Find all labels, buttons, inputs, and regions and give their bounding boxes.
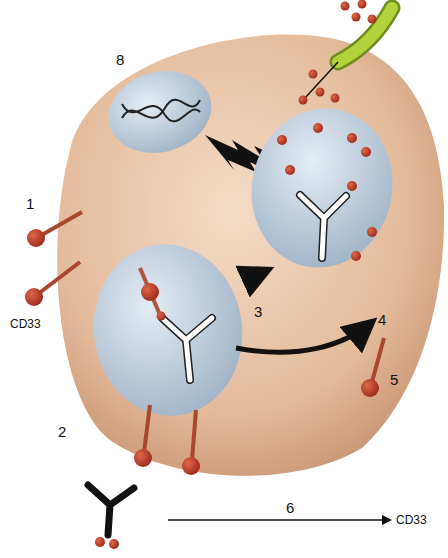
antibody-conjugate (88, 485, 390, 549)
callout-number: 8 (116, 52, 124, 67)
callout-number: 4 (378, 312, 386, 327)
release-arrow (236, 322, 372, 352)
callout-number: 2 (58, 424, 66, 439)
endosome (83, 235, 253, 426)
callout-number: 1 (26, 196, 34, 211)
antigen-label: CD33 (10, 318, 41, 330)
callout-number: 6 (286, 500, 294, 515)
cell-body (57, 35, 444, 476)
cd33-heads (25, 229, 379, 475)
callout-number: 5 (390, 372, 398, 387)
nucleus (99, 60, 220, 164)
lysosome (237, 95, 407, 281)
toxin-source (299, 0, 393, 105)
antigen-label: CD33 (396, 514, 427, 526)
callout-number: 3 (254, 304, 262, 319)
cd33-receptors (38, 212, 384, 460)
transport-arrow (246, 270, 268, 280)
